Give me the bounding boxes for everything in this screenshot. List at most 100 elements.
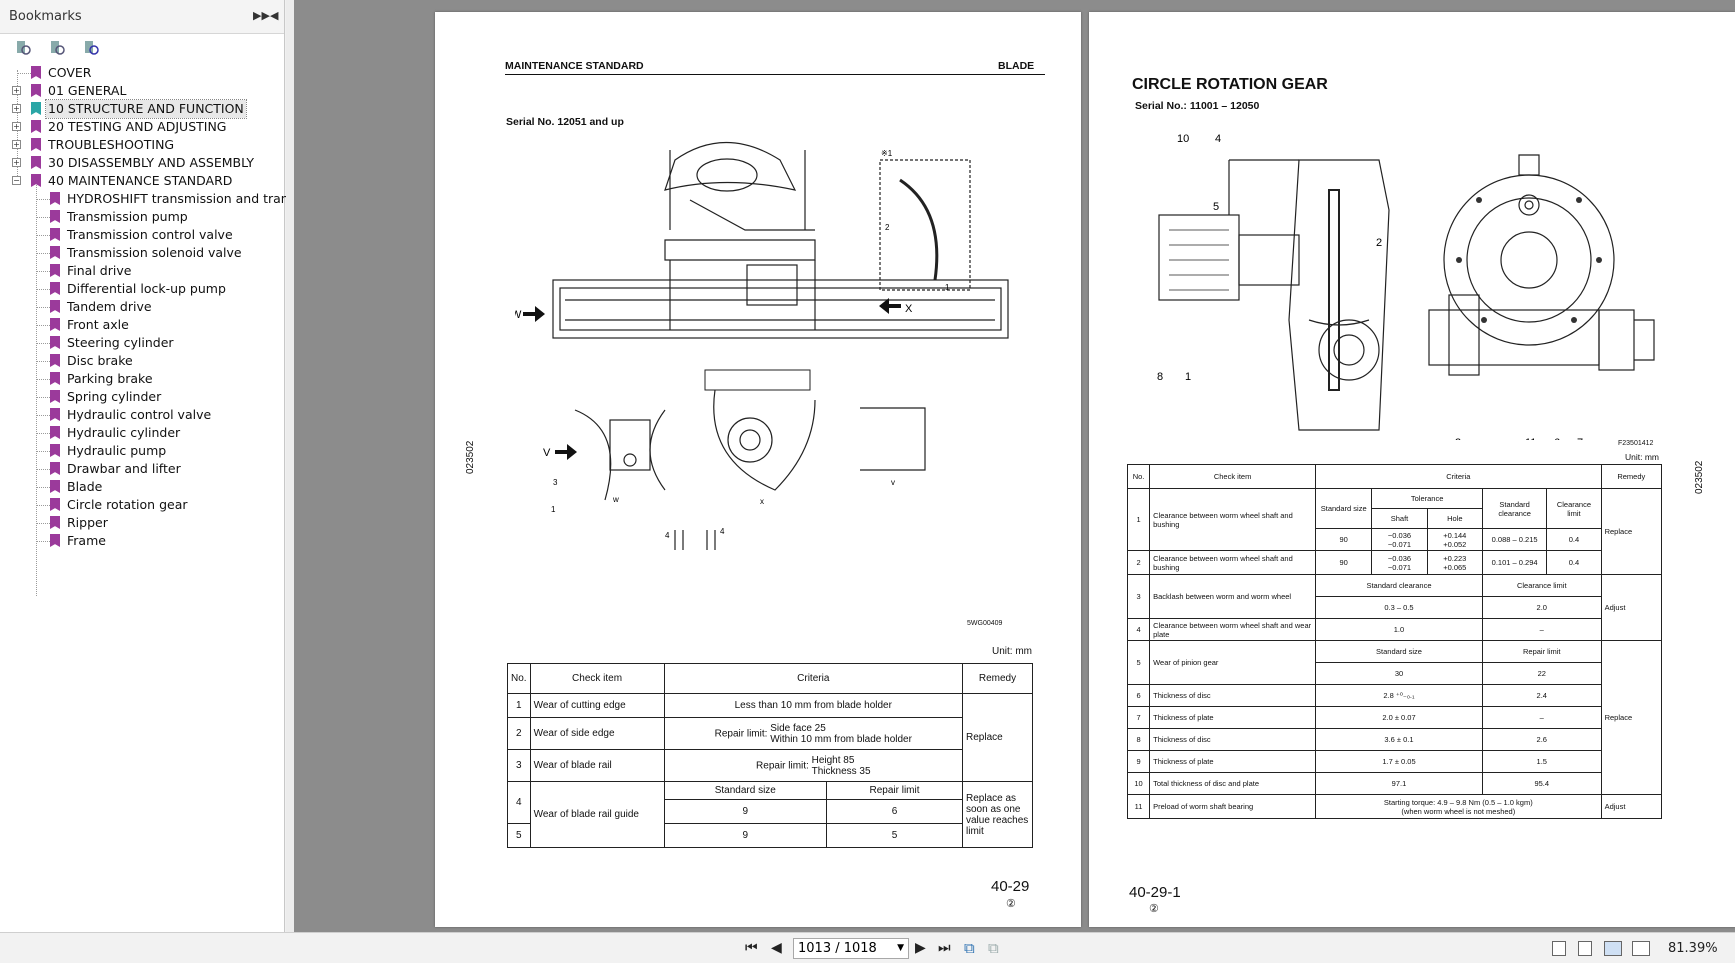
bookmark-item[interactable]: Hydraulic cylinder (0, 424, 284, 442)
zoom-level[interactable]: 81.39% (1668, 941, 1718, 956)
callout-7: 7 (1577, 437, 1583, 440)
bookmark-icon (31, 174, 41, 187)
bookmark-options-icon[interactable] (14, 38, 34, 58)
bookmark-item[interactable]: Blade (0, 478, 284, 496)
table-row: 6 Thickness of disc 2.8 ⁺⁰₋₀.₁ 2.4 (1126, 684, 1662, 707)
next-view-icon[interactable]: ⧉ (988, 939, 999, 957)
chevron-left-icon[interactable]: ◀ (270, 9, 279, 22)
facing-view-icon[interactable] (1604, 941, 1622, 956)
bookmark-item[interactable]: HYDROSHIFT transmission and transfer (0, 190, 312, 208)
gear-diagram: 10 4 5 2 9 8 1 3 11 6 7 (1157, 133, 1655, 440)
bookmark-item[interactable]: Transmission control valve (0, 226, 284, 244)
callout-1b: 1 (551, 505, 556, 514)
last-page-icon[interactable]: ⏭ (938, 940, 951, 956)
continuous-view-icon[interactable] (1578, 941, 1592, 956)
bookmark-item[interactable]: Tandem drive (0, 298, 284, 316)
figure-code: F23501412 (1618, 440, 1654, 447)
document-view[interactable]: MAINTENANCE STANDARD BLADE Serial No. 12… (294, 0, 1735, 932)
expand-icon[interactable]: + (12, 122, 21, 131)
bookmark-item[interactable]: Hydraulic control valve (0, 406, 284, 424)
maintenance-table: No. Check item Criteria Remedy 1 Clearan… (1126, 464, 1663, 819)
bookmark-tree: COVER +01 GENERAL +10 STRUCTURE AND FUNC… (0, 62, 312, 596)
chevron-down-icon[interactable]: ▼ (897, 943, 904, 953)
bookmark-item[interactable]: Hydraulic pump (0, 442, 284, 460)
page-header-topic: BLADE (998, 60, 1035, 72)
bookmark-item[interactable]: Transmission solenoid valve (0, 244, 284, 262)
page-40-29-1: CIRCLE ROTATION GEAR Serial No.: 11001 –… (1089, 12, 1735, 927)
bookmark-find-icon[interactable] (82, 38, 102, 58)
table-row: 0.3 – 0.5 2.0 (1128, 596, 1662, 619)
callout-10: 10 (1177, 133, 1189, 145)
table-row: 9 Thickness of plate 1.7 ± 0.05 1.5 (1126, 750, 1662, 773)
bookmark-icon (50, 282, 60, 295)
bookmark-icon (31, 156, 41, 169)
bookmark-item[interactable]: Final drive (0, 262, 284, 280)
callout-1: 1 (1185, 371, 1191, 383)
collapse-icon[interactable]: − (12, 176, 21, 185)
bookmark-item[interactable]: Spring cylinder (0, 388, 284, 406)
revision-mark: ② (1149, 903, 1159, 915)
bookmark-item[interactable]: Front axle (0, 316, 284, 334)
col-check-item: Check item (1149, 464, 1317, 489)
bookmark-item[interactable]: +20 TESTING AND ADJUSTING (12, 119, 227, 134)
v-arrow-label: V (543, 447, 551, 459)
previous-view-icon[interactable]: ⧉ (964, 939, 975, 957)
bookmarks-toolbar (0, 34, 284, 62)
bookmark-item[interactable]: +TROUBLESHOOTING (12, 137, 175, 152)
blade-diagram: W X V ※1 2 1 3 1 w x v 4 4 5 (515, 142, 1009, 550)
callout-3: 3 (1455, 437, 1461, 440)
bookmark-item[interactable]: Circle rotation gear (0, 496, 284, 514)
bookmark-icon (50, 444, 60, 457)
bookmark-icon (31, 102, 41, 115)
callout-1: 1 (945, 283, 950, 292)
bookmark-item[interactable]: Steering cylinder (0, 334, 284, 352)
previous-page-icon[interactable]: ◀ (771, 940, 782, 956)
next-page-icon[interactable]: ▶ (915, 940, 926, 956)
table-row: 90 −0.036 −0.071 +0.144 +0.052 0.088 – 0… (1128, 528, 1662, 551)
first-page-icon[interactable]: ⏮ (745, 940, 758, 956)
bookmark-icon (50, 426, 60, 439)
bookmark-icon (50, 534, 60, 547)
panel-splitter[interactable] (286, 0, 294, 932)
table-row: 2 Clearance between worm wheel shaft and… (1126, 550, 1662, 575)
bookmark-icon (31, 138, 41, 151)
col-no: No. (507, 663, 531, 694)
bookmark-item[interactable]: Frame (0, 532, 284, 550)
page-40-29: MAINTENANCE STANDARD BLADE Serial No. 12… (435, 12, 1081, 927)
table-row: 2 Wear of side edge Repair limit: Side f… (507, 717, 1033, 750)
bookmark-item[interactable]: Transmission pump (0, 208, 284, 226)
figure-code: 5WG00409 (967, 620, 1003, 627)
bookmark-item[interactable]: +10 STRUCTURE AND FUNCTION (12, 99, 247, 119)
bookmark-icon (50, 480, 60, 493)
double-chevron-right-icon[interactable]: ▶▶ (253, 9, 270, 22)
expand-icon[interactable]: + (12, 140, 21, 149)
bookmark-item[interactable]: Ripper (0, 514, 284, 532)
page-number-field[interactable]: 1013 / 1018 ▼ (793, 938, 909, 959)
bookmark-icon (50, 228, 60, 241)
continuous-facing-view-icon[interactable] (1632, 941, 1650, 956)
bookmark-add-icon[interactable] (48, 38, 68, 58)
bookmark-item[interactable]: COVER (0, 64, 284, 82)
bookmark-item[interactable]: Parking brake (0, 370, 284, 388)
bookmark-icon (31, 66, 41, 79)
callout-11: 11 (1525, 437, 1536, 440)
w-arrow-label: W (515, 309, 522, 321)
bookmark-item[interactable]: −40 MAINTENANCE STANDARD (12, 173, 233, 188)
table-row: 8 Thickness of disc 3.6 ± 0.1 2.6 (1126, 728, 1662, 751)
expand-icon[interactable]: + (12, 158, 21, 167)
page-header-section: MAINTENANCE STANDARD (505, 60, 644, 72)
expand-icon[interactable]: + (12, 86, 21, 95)
bookmark-item[interactable]: +30 DISASSEMBLY AND ASSEMBLY (12, 155, 255, 170)
bookmark-item[interactable]: +01 GENERAL (12, 83, 127, 98)
single-page-view-icon[interactable] (1552, 941, 1566, 956)
bookmark-icon (31, 120, 41, 133)
bookmark-item[interactable]: Drawbar and lifter (0, 460, 284, 478)
expand-icon[interactable]: + (12, 104, 21, 113)
bookmark-item[interactable]: Differential lock-up pump (0, 280, 284, 298)
bookmark-icon (50, 498, 60, 511)
table-row: 30 22 (1128, 662, 1662, 685)
bookmark-icon (31, 84, 41, 97)
table-row: 7 Thickness of plate 2.0 ± 0.07 – (1126, 706, 1662, 729)
bookmark-item[interactable]: Disc brake (0, 352, 284, 370)
table-row: 5 9 5 (507, 823, 1033, 848)
